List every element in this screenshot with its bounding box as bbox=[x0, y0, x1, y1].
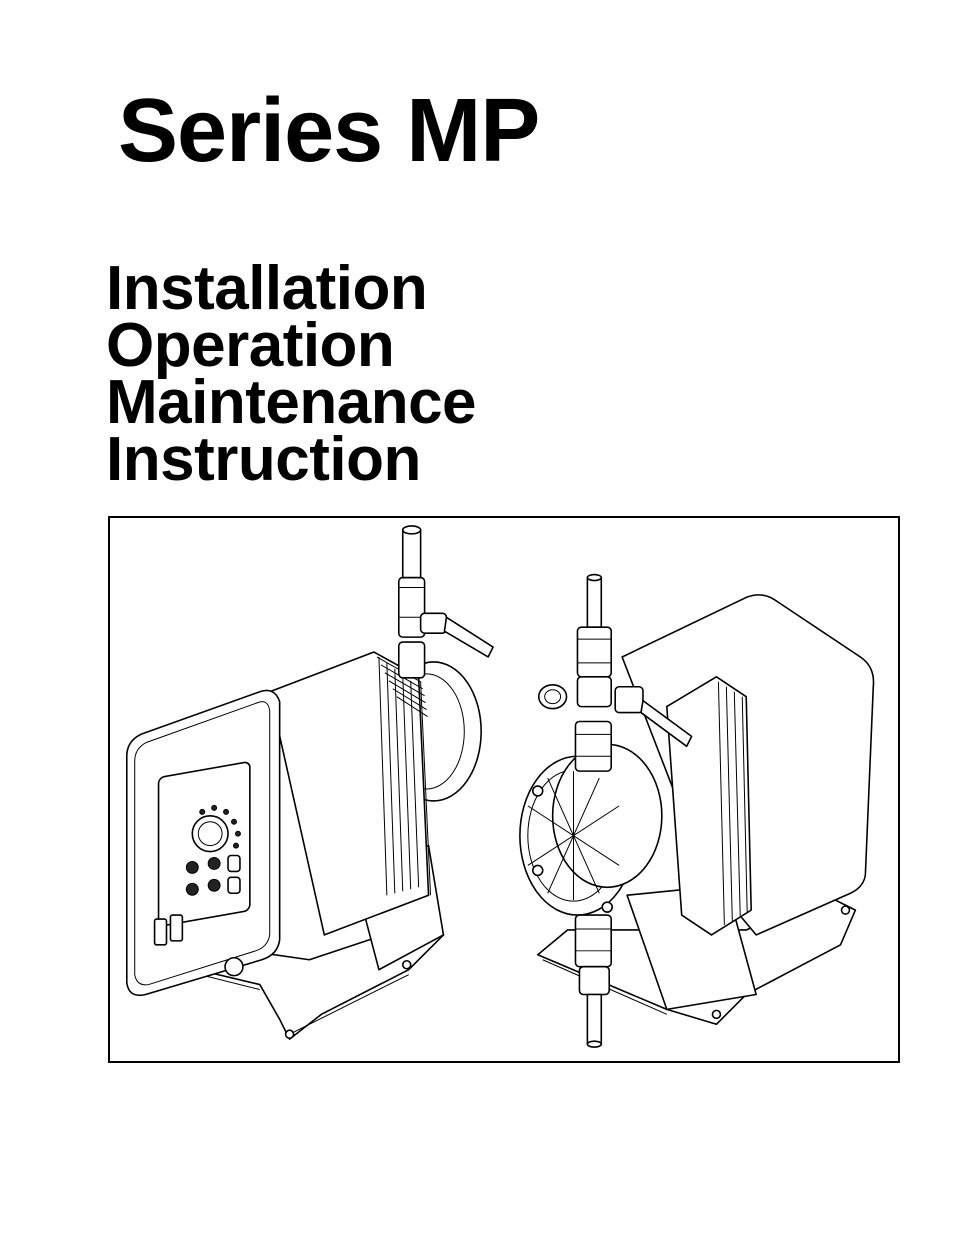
pump-illustration-frame bbox=[108, 516, 900, 1063]
subtitle-line-operation: Operation bbox=[106, 317, 476, 374]
pump-illustration bbox=[110, 518, 898, 1061]
document-title: Series MP bbox=[118, 86, 539, 176]
pump-right-icon bbox=[520, 575, 874, 1048]
subtitle-line-maintenance: Maintenance bbox=[106, 374, 476, 431]
subtitle-line-instruction: Instruction bbox=[106, 431, 476, 488]
document-subtitle: Installation Operation Maintenance Instr… bbox=[106, 260, 476, 488]
subtitle-line-installation: Installation bbox=[106, 260, 476, 317]
pump-left-icon bbox=[127, 526, 493, 1039]
